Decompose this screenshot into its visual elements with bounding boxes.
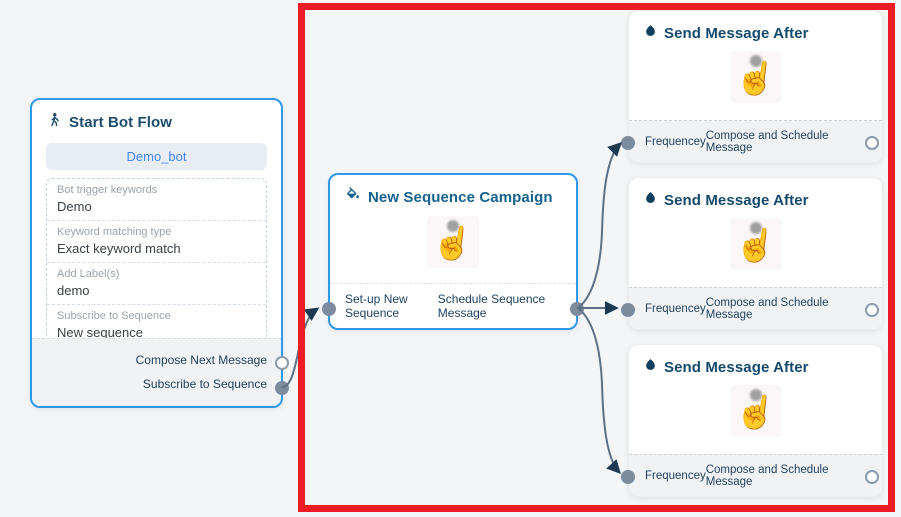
- field-bot-trigger-keywords[interactable]: Bot trigger keywords Demo: [47, 179, 266, 221]
- node-send-message-after-2[interactable]: Send Message After Frequencey Compose an…: [621, 177, 883, 330]
- field-keyword-matching-type[interactable]: Keyword matching type Exact keyword matc…: [47, 221, 266, 263]
- output-compose-schedule-message: Compose and Schedule Message: [705, 463, 829, 488]
- node-send-message-after-1[interactable]: Send Message After Frequencey Compose an…: [621, 10, 883, 163]
- pointer-hand-glyph: [425, 221, 482, 267]
- hand-click-icon[interactable]: [727, 51, 784, 103]
- field-label: Bot trigger keywords: [57, 184, 158, 196]
- node-send-message-after-3[interactable]: Send Message After Frequencey Compose an…: [621, 344, 883, 497]
- send-node-footer: Frequencey Compose and Schedule Message: [629, 454, 882, 496]
- field-subscribe-to-sequence[interactable]: Subscribe to Sequence New sequence: [47, 305, 266, 346]
- send-node-footer: Frequencey Compose and Schedule Message: [629, 120, 882, 162]
- start-node-header: Start Bot Flow: [32, 100, 281, 137]
- port-frequency[interactable]: [621, 303, 635, 317]
- pointer-hand-glyph: [727, 390, 784, 436]
- edge-campaign-to-send-3: [577, 307, 621, 475]
- water-drop-icon: [644, 23, 657, 43]
- port-compose-schedule-message[interactable]: [865, 303, 879, 317]
- input-frequency: Frequencey: [645, 469, 706, 482]
- output-compose-schedule-message: Compose and Schedule Message: [705, 296, 829, 321]
- edge-campaign-to-send-1: [577, 142, 622, 309]
- field-value: Demo: [57, 199, 92, 214]
- port-schedule-sequence-message[interactable]: [570, 302, 584, 316]
- send-node-footer: Frequencey Compose and Schedule Message: [629, 287, 882, 329]
- start-node-title: Start Bot Flow: [69, 114, 173, 131]
- port-compose-schedule-message[interactable]: [865, 136, 879, 150]
- walking-person-icon: [47, 112, 62, 133]
- port-setup-new-sequence[interactable]: [322, 302, 336, 316]
- port-compose-next-message[interactable]: [275, 356, 289, 370]
- pointer-hand-glyph: [727, 56, 784, 102]
- send-node-title: Send Message After: [664, 24, 809, 42]
- field-add-labels[interactable]: Add Label(s) demo: [47, 263, 266, 305]
- node-start-bot-flow[interactable]: Start Bot Flow Demo_bot Bot trigger keyw…: [30, 98, 289, 408]
- start-node-footer: Compose Next Message Subscribe to Sequen…: [32, 338, 281, 406]
- water-drop-icon: [644, 190, 657, 210]
- field-label: Add Label(s): [57, 268, 120, 280]
- hand-click-icon[interactable]: [727, 218, 784, 270]
- port-frequency[interactable]: [621, 470, 635, 484]
- edge-start-to-campaign: [282, 307, 320, 388]
- campaign-node-footer: Set-up New Sequence Schedule Sequence Me…: [330, 283, 576, 328]
- send-node-title: Send Message After: [664, 358, 809, 376]
- paint-bucket-icon: [345, 187, 361, 208]
- field-value: demo: [57, 283, 90, 298]
- output-compose-next-message: Compose Next Message: [135, 353, 267, 367]
- output-schedule-sequence-message: Schedule Sequence Message: [437, 292, 546, 320]
- field-label: Keyword matching type: [57, 226, 172, 238]
- node-new-sequence-campaign[interactable]: New Sequence Campaign Set-up New Sequenc…: [322, 173, 584, 330]
- start-field-list: Bot trigger keywords Demo Keyword matchi…: [46, 178, 267, 347]
- campaign-node-header: New Sequence Campaign: [330, 175, 576, 212]
- water-drop-icon: [644, 357, 657, 377]
- output-subscribe-to-sequence: Subscribe to Sequence: [142, 377, 267, 391]
- field-value: Exact keyword match: [57, 241, 181, 256]
- input-frequency: Frequencey: [645, 135, 706, 148]
- hand-click-icon[interactable]: [427, 216, 479, 268]
- send-node-header: Send Message After: [629, 11, 882, 47]
- campaign-node-title: New Sequence Campaign: [368, 189, 553, 206]
- hand-click-icon[interactable]: [727, 385, 784, 437]
- input-frequency: Frequencey: [645, 302, 706, 315]
- input-setup-new-sequence: Set-up New Sequence: [345, 292, 408, 320]
- send-node-header: Send Message After: [629, 178, 882, 214]
- send-node-title: Send Message After: [664, 191, 809, 209]
- port-compose-schedule-message[interactable]: [865, 470, 879, 484]
- pointer-hand-glyph: [727, 223, 784, 269]
- send-node-header: Send Message After: [629, 345, 882, 381]
- bot-name-button[interactable]: Demo_bot: [46, 143, 267, 170]
- port-subscribe-to-sequence[interactable]: [275, 381, 289, 395]
- field-value: New sequence: [57, 325, 143, 340]
- output-compose-schedule-message: Compose and Schedule Message: [705, 129, 829, 154]
- field-label: Subscribe to Sequence: [57, 310, 171, 322]
- port-frequency[interactable]: [621, 136, 635, 150]
